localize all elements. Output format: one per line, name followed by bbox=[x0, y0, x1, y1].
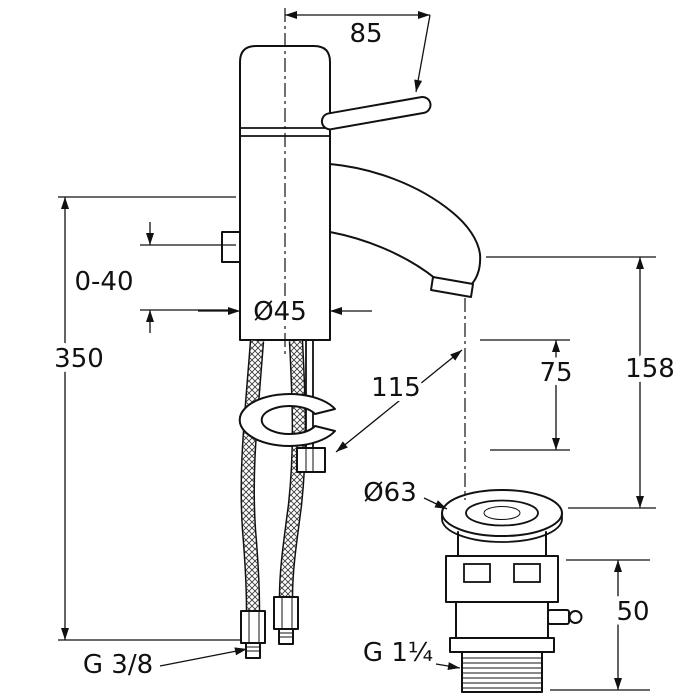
drain-assembly bbox=[441, 489, 583, 693]
dim-drain-height: 50 bbox=[550, 559, 655, 691]
dim-outlet-height: 158 bbox=[486, 256, 680, 509]
overflow-slot-right bbox=[513, 563, 541, 583]
dim-label-50: 50 bbox=[616, 597, 649, 627]
overflow-slot-left bbox=[463, 563, 491, 583]
horseshoe-washer bbox=[238, 393, 336, 447]
drain-lower-body bbox=[455, 601, 549, 639]
drain-tailpiece bbox=[461, 651, 543, 693]
dim-label-158: 158 bbox=[625, 354, 675, 384]
dim-hose-length: 350 bbox=[49, 196, 240, 641]
dim-label-85: 85 bbox=[349, 19, 382, 49]
dim-label-350: 350 bbox=[54, 344, 104, 374]
dim-waste-thread: G 1¼ bbox=[358, 633, 461, 673]
dim-label-g38: G 3/8 bbox=[83, 650, 153, 680]
popup-rod-pin bbox=[547, 609, 570, 625]
supply-hose-left bbox=[240, 340, 266, 659]
popup-rod-ball bbox=[568, 610, 583, 624]
dim-deck-thickness: 0-40 bbox=[69, 222, 236, 333]
dim-label-75: 75 bbox=[539, 358, 572, 388]
dim-label-d45: Ø45 bbox=[253, 297, 307, 327]
dim-lever-length: 85 bbox=[285, 11, 431, 93]
dim-label-0-40: 0-40 bbox=[74, 267, 133, 297]
drain-flange bbox=[441, 489, 563, 537]
drain-upper-body bbox=[445, 555, 559, 603]
hose-connector-left bbox=[240, 610, 266, 659]
mounting-nut bbox=[296, 447, 326, 473]
hose-connector-right bbox=[273, 596, 299, 645]
dim-drain-diameter: Ø63 bbox=[358, 473, 448, 513]
aerator bbox=[430, 276, 474, 298]
dim-label-g114: G 1¼ bbox=[363, 638, 433, 668]
supply-hose-right bbox=[273, 340, 307, 645]
fixing-stud bbox=[221, 231, 241, 263]
dim-label-115: 115 bbox=[371, 373, 421, 403]
faucet-lever bbox=[320, 95, 432, 131]
faucet-body bbox=[221, 45, 331, 448]
dim-spout-height: 75 bbox=[480, 339, 578, 451]
faucet-spout bbox=[329, 163, 482, 298]
dim-spout-reach: 115 bbox=[335, 349, 463, 453]
dim-label-d63: Ø63 bbox=[363, 478, 417, 508]
dim-body-diameter: Ø45 bbox=[198, 292, 372, 332]
dim-supply-thread: G 3/8 bbox=[78, 645, 248, 685]
